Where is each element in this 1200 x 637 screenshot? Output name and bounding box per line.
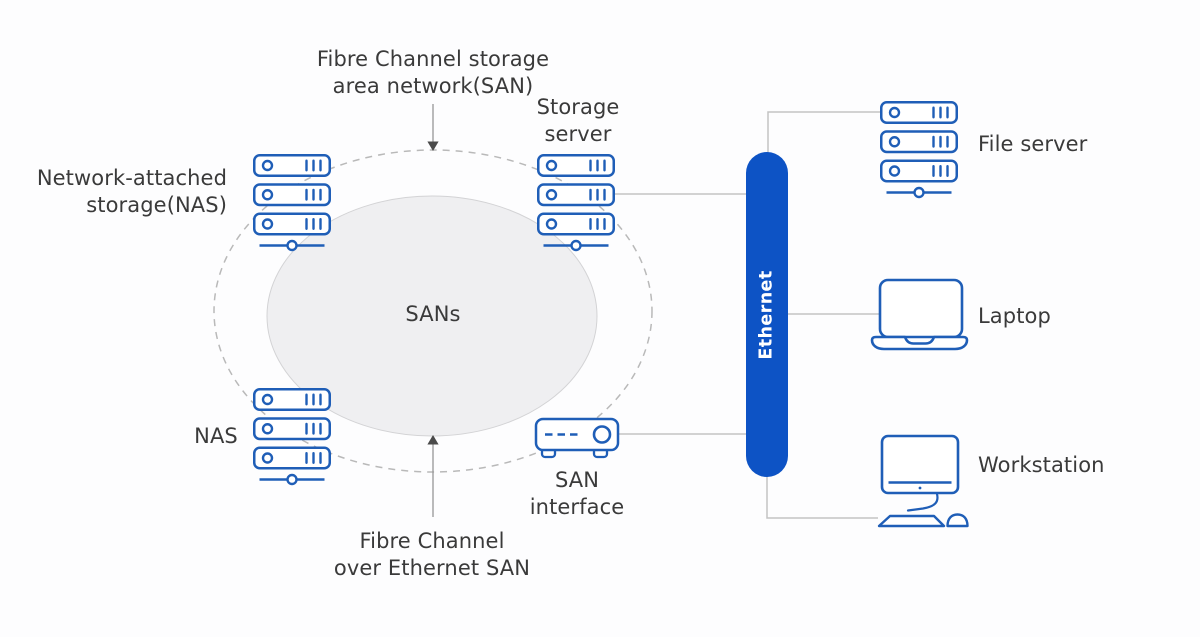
network-attached-storage-label: Network-attached storage(NAS) xyxy=(36,166,227,217)
workstation-label: Workstation xyxy=(978,453,1105,477)
connectors xyxy=(615,111,880,519)
fcoe-san-label: Fibre Channel over Ethernet SAN xyxy=(333,529,531,580)
san-interface-icon xyxy=(534,417,620,459)
ethernet-bus-bar xyxy=(746,152,788,477)
sans-ellipse-label: SANs xyxy=(405,302,461,326)
laptop-icon xyxy=(870,278,969,351)
connector-ethernet-to-workstation xyxy=(766,470,878,519)
arrow-down-icon xyxy=(427,104,439,151)
connector-ethernet-to-file-server xyxy=(767,111,880,162)
file-server-stack-icon xyxy=(880,101,958,199)
fibre-channel-san-label: Fibre Channel storage area network(SAN) xyxy=(316,47,550,98)
laptop-label: Laptop xyxy=(978,304,1051,328)
sans-ellipse xyxy=(266,195,598,437)
nas-label: NAS xyxy=(194,424,238,448)
storage-server-label: Storage server xyxy=(536,95,620,146)
workstation-icon xyxy=(877,434,969,528)
file-server-label: File server xyxy=(978,132,1088,156)
arrow-up-icon xyxy=(427,435,439,517)
san-interface-label: SAN interface xyxy=(529,468,625,519)
nas-lower-server-stack-icon xyxy=(253,388,331,486)
